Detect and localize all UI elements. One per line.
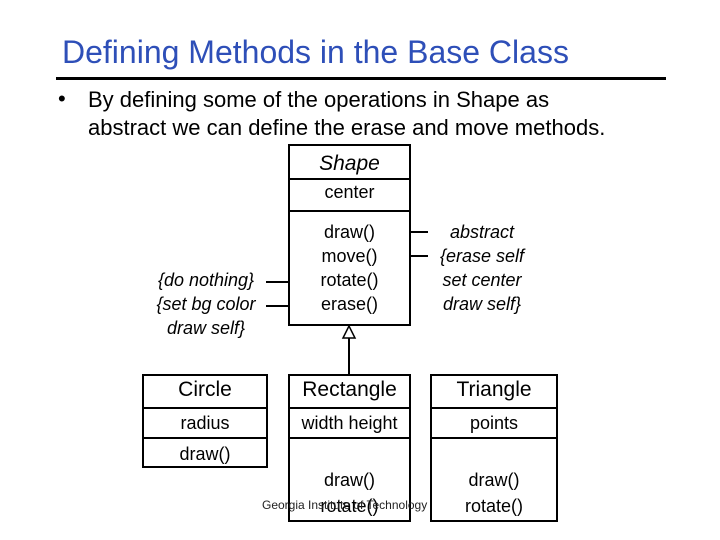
title-underline — [56, 77, 666, 80]
triangle-class-name: Triangle — [456, 378, 532, 401]
shape-attribute: center — [324, 182, 375, 202]
rectangle-divider-2 — [288, 437, 411, 439]
triangle-method: rotate() — [464, 496, 524, 516]
shape-method: rotate() — [320, 270, 379, 290]
rectangle-attribute: width height — [301, 413, 398, 433]
left-note-line: draw self} — [166, 318, 246, 338]
shape-class-name: Shape — [319, 152, 380, 175]
shape-divider-1 — [288, 178, 411, 180]
shape-class: Shape — [288, 144, 411, 326]
rectangle-class-name: Rectangle — [302, 378, 397, 401]
rectangle-method: rotate() — [320, 496, 379, 516]
shape-method: move() — [321, 246, 378, 266]
shape-divider-2 — [288, 210, 411, 212]
circle-divider-2 — [142, 437, 268, 439]
right-note-line: {erase self — [439, 246, 525, 266]
circle-class — [142, 374, 268, 468]
triangle-attribute: points — [469, 413, 519, 433]
right-note-line: abstract — [449, 222, 515, 242]
triangle-divider-2 — [430, 437, 558, 439]
left-note-line: {set bg color — [156, 294, 256, 314]
triangle-method: draw() — [468, 470, 520, 490]
inheritance-arrowhead — [341, 324, 357, 339]
shape-method: erase() — [320, 294, 378, 314]
left-note-line: {do nothing} — [157, 270, 255, 290]
bullet-line-2: abstract we can define the erase and mov… — [88, 115, 606, 140]
right-note-line: set center — [442, 270, 522, 290]
circle-class-name: Circle — [178, 378, 232, 401]
bullet-line-1: By defining some of the operations in Sh… — [88, 87, 550, 112]
slide-title: Defining Methods in the Base Class — [62, 34, 569, 70]
circle-divider-1 — [142, 407, 268, 409]
triangle-divider-1 — [430, 407, 558, 409]
triangle-class — [430, 374, 558, 522]
circle-attribute: radius — [180, 413, 230, 433]
rectangle-divider-1 — [288, 407, 411, 409]
rectangle-class — [288, 374, 411, 522]
circle-method: draw() — [179, 444, 231, 464]
bullet-text: By defining some of the operations in Sh… — [88, 86, 605, 142]
right-note-line: draw self} — [442, 294, 522, 314]
rectangle-method: draw() — [323, 470, 375, 490]
bullet-marker: • — [58, 86, 66, 111]
footer-text: Georgia Institute of Technology — [262, 498, 428, 512]
shape-method: draw() — [323, 222, 375, 242]
